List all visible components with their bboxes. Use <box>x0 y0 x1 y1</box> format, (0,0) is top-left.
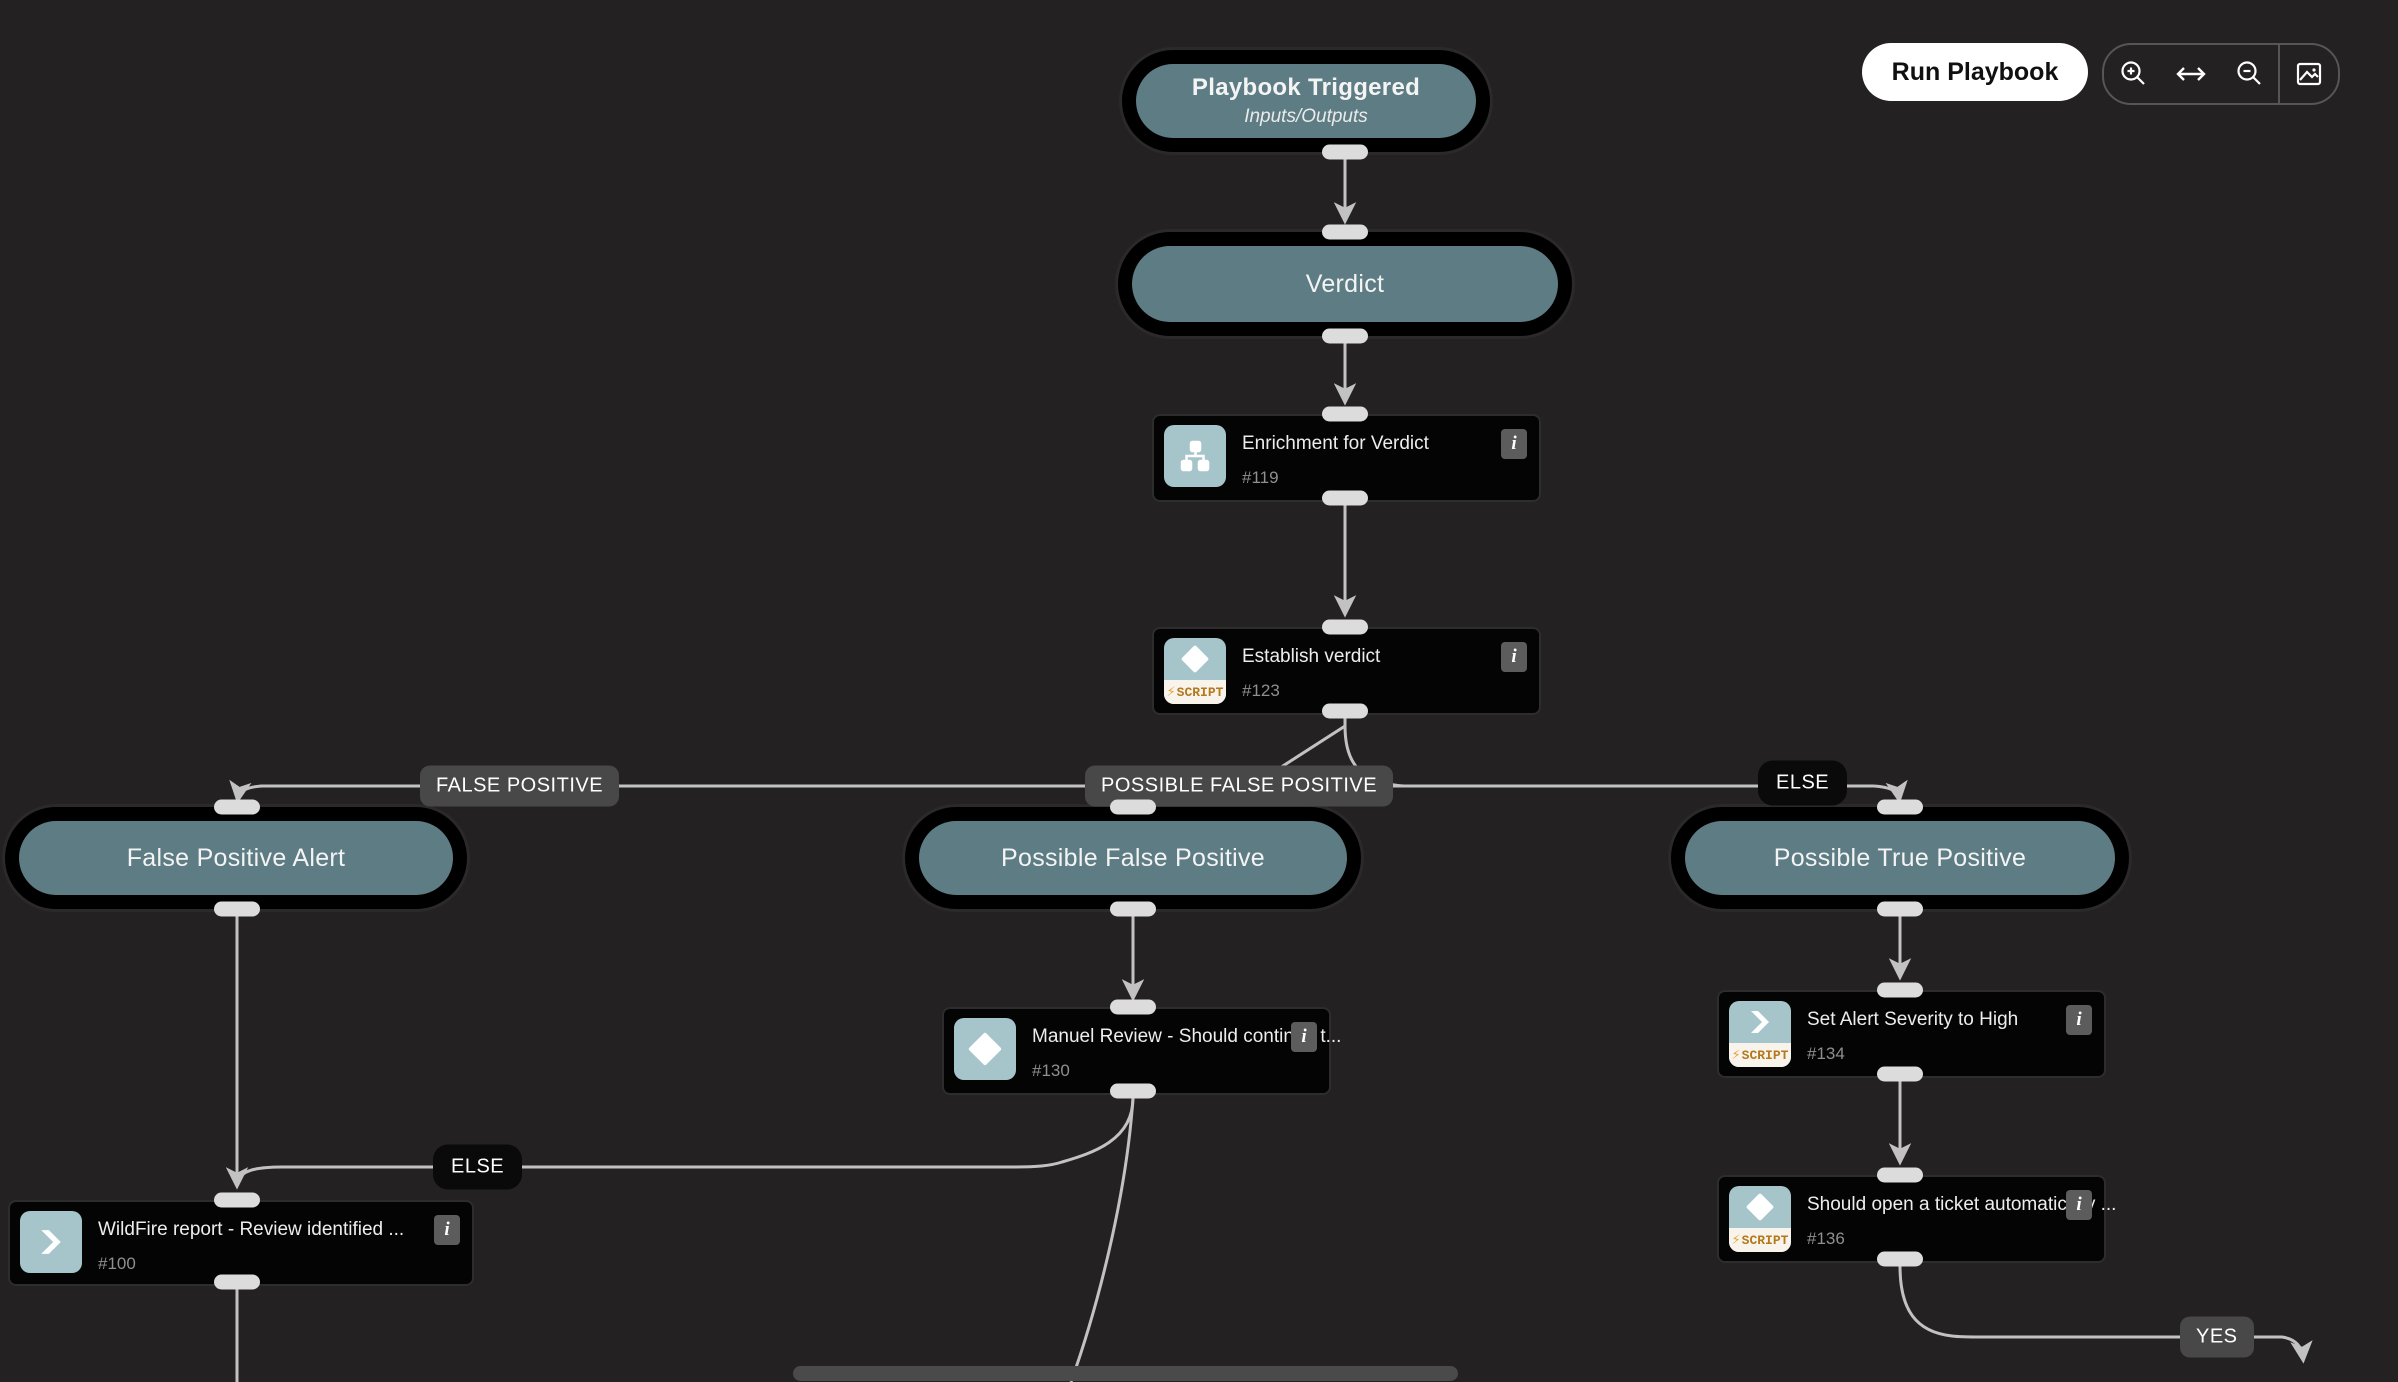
node-title: Verdict <box>1305 269 1385 298</box>
connector-handle[interactable] <box>1110 1083 1156 1099</box>
connector-handle[interactable] <box>1877 982 1923 998</box>
task-id: #134 <box>1807 1044 1845 1063</box>
info-icon[interactable]: i <box>1291 1022 1317 1052</box>
lightning-icon: ⚡ <box>1731 1232 1741 1248</box>
connector-handle[interactable] <box>1877 1167 1923 1183</box>
connector-handle[interactable] <box>1877 901 1923 917</box>
script-badge: ⚡SCRIPT <box>1729 1228 1791 1252</box>
task-id: #100 <box>98 1254 136 1273</box>
task-title: Set Alert Severity to High <box>1807 1009 2019 1030</box>
chevron-icon <box>41 1230 61 1254</box>
task-id: #123 <box>1242 681 1280 700</box>
divider <box>2278 45 2280 103</box>
connector-handle[interactable] <box>214 901 260 917</box>
node-possible-false-positive[interactable]: Possible False Positive <box>905 807 1361 909</box>
task-id: #136 <box>1807 1229 1845 1248</box>
connector-handle[interactable] <box>1322 619 1368 635</box>
node-playbook-triggered[interactable]: Playbook Triggered Inputs/Outputs <box>1122 50 1490 152</box>
task-manual-review[interactable]: Manuel Review - Should continue t... #13… <box>942 1007 1341 1095</box>
task-id: #119 <box>1242 468 1279 487</box>
script-badge: ⚡SCRIPT <box>1164 680 1226 704</box>
run-playbook-button[interactable]: Run Playbook <box>1862 43 2088 101</box>
node-title: Playbook Triggered <box>1191 74 1421 101</box>
sub-playbook-icon <box>1164 425 1226 487</box>
info-icon[interactable]: i <box>434 1215 460 1245</box>
info-icon[interactable]: i <box>2066 1005 2092 1035</box>
task-establish-verdict[interactable]: ⚡SCRIPT Establish verdict #123 i <box>1152 627 1541 715</box>
info-icon[interactable]: i <box>2066 1190 2092 1220</box>
connector-handle[interactable] <box>1877 1251 1923 1267</box>
node-false-positive-alert[interactable]: False Positive Alert <box>5 807 467 909</box>
connector-handle[interactable] <box>214 799 260 815</box>
connector-handle[interactable] <box>1322 224 1368 240</box>
connector-handle[interactable] <box>1322 406 1368 422</box>
edge-label-else-bottom: ELSE <box>433 1144 523 1190</box>
connector-handle[interactable] <box>1322 144 1368 160</box>
chevron-icon <box>1751 1011 1769 1033</box>
info-icon[interactable]: i <box>1501 642 1527 672</box>
zoom-in-icon[interactable] <box>2104 45 2162 103</box>
condition-script-icon: ⚡SCRIPT <box>1729 1186 1791 1252</box>
connector-handle[interactable] <box>214 1192 260 1208</box>
fit-width-icon[interactable] <box>2162 45 2220 103</box>
task-title: Manuel Review - Should continue t... <box>1032 1026 1342 1047</box>
task-title: WildFire report - Review identified ... <box>98 1219 405 1240</box>
condition-script-icon: ⚡SCRIPT <box>1164 638 1226 704</box>
canvas-zoom-controls <box>2102 43 2340 105</box>
node-possible-true-positive[interactable]: Possible True Positive <box>1671 807 2129 909</box>
edge-label-else-top: ELSE <box>1758 760 1848 806</box>
export-image-icon[interactable] <box>2280 45 2338 103</box>
task-set-alert-severity[interactable]: ⚡SCRIPT Set Alert Severity to High #134 … <box>1717 990 2106 1078</box>
lightning-icon: ⚡ <box>1166 684 1176 700</box>
task-enrichment-for-verdict[interactable]: Enrichment for Verdict #119 i <box>1152 414 1541 502</box>
task-title: Should open a ticket automatically ... <box>1807 1194 2117 1215</box>
task-title: Enrichment for Verdict <box>1242 433 1429 454</box>
script-badge: ⚡SCRIPT <box>1729 1043 1791 1067</box>
connector-handle[interactable] <box>1322 490 1368 506</box>
horizontal-scrollbar[interactable] <box>793 1366 1458 1381</box>
connector-handle[interactable] <box>1322 703 1368 719</box>
connector-handle[interactable] <box>214 1274 260 1290</box>
connector-handle[interactable] <box>1877 799 1923 815</box>
edge-label-false-positive: FALSE POSITIVE <box>420 765 620 807</box>
node-subtitle: Inputs/Outputs <box>1244 106 1368 127</box>
edge-label-yes: YES <box>2180 1316 2254 1358</box>
node-verdict[interactable]: Verdict <box>1118 232 1572 336</box>
connector-handle[interactable] <box>1110 999 1156 1015</box>
zoom-out-icon[interactable] <box>2220 45 2278 103</box>
manual-task-icon <box>20 1211 82 1273</box>
node-title: False Positive Alert <box>126 843 346 872</box>
connector-handle[interactable] <box>1322 328 1368 344</box>
task-wildfire-report[interactable]: WildFire report - Review identified ... … <box>8 1200 474 1286</box>
node-title: Possible True Positive <box>1773 843 2027 872</box>
lightning-icon: ⚡ <box>1731 1047 1741 1063</box>
task-should-open-ticket[interactable]: ⚡SCRIPT Should open a ticket automatical… <box>1717 1175 2116 1263</box>
connector-handle[interactable] <box>1877 1066 1923 1082</box>
connector-handle[interactable] <box>1110 901 1156 917</box>
task-id: #130 <box>1032 1061 1070 1080</box>
info-icon[interactable]: i <box>1501 429 1527 459</box>
task-title: Establish verdict <box>1242 646 1381 667</box>
condition-icon <box>954 1018 1016 1080</box>
connector-handle[interactable] <box>1110 799 1156 815</box>
node-title: Possible False Positive <box>1001 843 1265 872</box>
automation-script-icon: ⚡SCRIPT <box>1729 1001 1791 1067</box>
